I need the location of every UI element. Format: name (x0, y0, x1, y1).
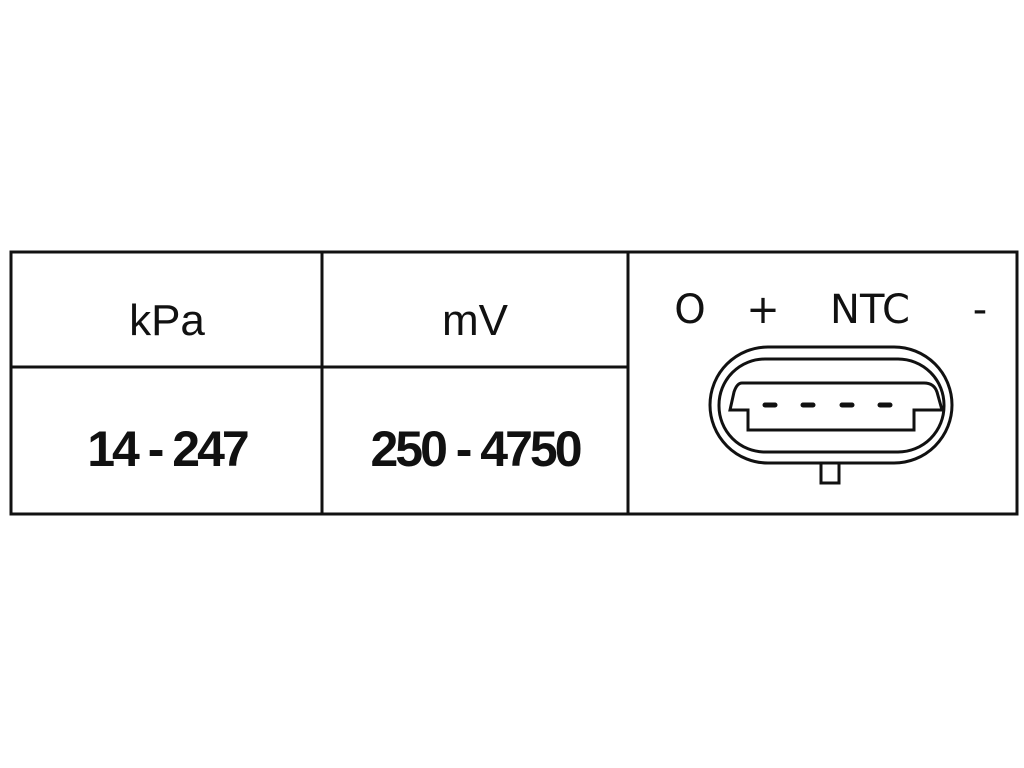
connector-icon (708, 345, 954, 485)
pin-label-ntc: NTC (830, 287, 910, 333)
header-mv: mV (442, 296, 509, 345)
connector-inner-shell (717, 357, 946, 454)
connector-outer-shell (708, 345, 954, 465)
pin-label-negative: - (973, 287, 987, 333)
table-border (9, 250, 1019, 516)
pin-label-output: O (674, 287, 705, 333)
table-grid (9, 250, 1019, 516)
pin-label-positive: + (746, 287, 780, 333)
header-kpa: kPa (129, 296, 205, 345)
connector-key (728, 381, 944, 432)
connector-tab (819, 460, 841, 485)
value-mv-range: 250 - 4750 (370, 421, 580, 477)
value-kpa-range: 14 - 247 (87, 421, 248, 477)
